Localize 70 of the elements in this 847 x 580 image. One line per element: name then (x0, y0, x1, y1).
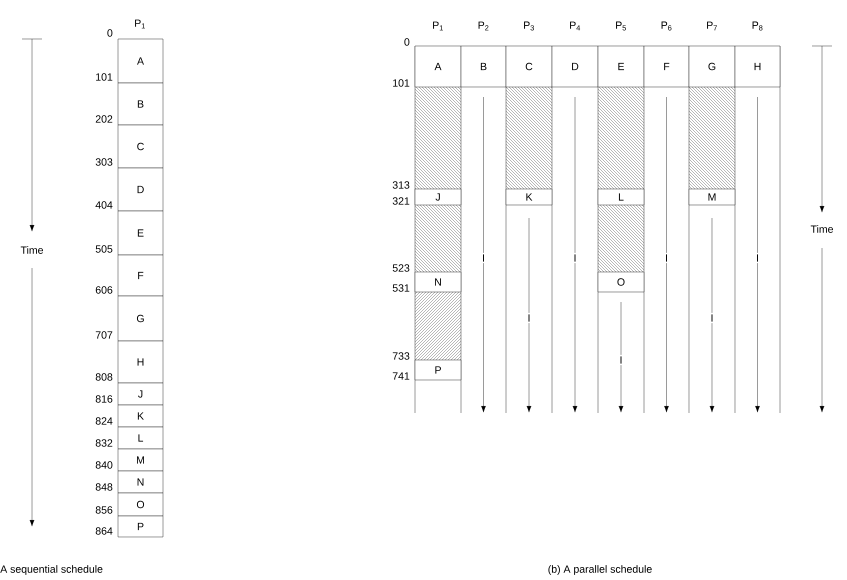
idle-label: I (572, 252, 578, 264)
idle-label: I (664, 252, 670, 264)
tick-label: 101 (96, 73, 112, 81)
tick-label: 505 (96, 245, 112, 253)
axis-label: Time (20, 246, 43, 254)
task-box: F (644, 46, 690, 88)
task-box: B (460, 46, 506, 88)
tick-label: 707 (96, 331, 112, 339)
tick-label: 313 (392, 181, 410, 189)
task-box: G (688, 46, 736, 88)
task-box: B (118, 82, 164, 126)
column-header: P$_{4}$ (570, 22, 580, 30)
task-box: F (118, 254, 164, 296)
task-box: M (688, 188, 736, 206)
column-header: P$_{2}$ (478, 22, 488, 30)
idle-label: I (526, 312, 532, 324)
task-box: H (118, 340, 164, 384)
tick-label: 404 (96, 201, 112, 209)
tick-label: 848 (96, 483, 112, 491)
task-box: N (414, 272, 462, 292)
task-box: O (118, 492, 164, 516)
task-box: A (414, 46, 462, 88)
idle-label: I (480, 252, 486, 264)
tick-label: 840 (96, 461, 112, 469)
tick-label: 202 (96, 115, 112, 123)
task-box: L (598, 188, 644, 206)
tick-label: 0 (404, 38, 410, 46)
idle-label: I (709, 312, 715, 324)
column-header: P$_{8}$ (752, 22, 762, 30)
task-box: G (118, 296, 164, 342)
column-header: P$_{3}$ (524, 22, 534, 30)
task-box: K (118, 404, 164, 428)
tick-label: 523 (392, 264, 410, 272)
caption: (b) A parallel schedule (548, 565, 652, 575)
tick-label: 816 (96, 395, 112, 403)
tick-label: 808 (96, 373, 112, 381)
idle-label: I (754, 252, 760, 264)
caption: A sequential schedule (0, 565, 102, 575)
task-box: K (506, 188, 552, 206)
tick-label: 832 (96, 439, 112, 447)
task-box: L (118, 426, 164, 450)
task-box: D (118, 168, 164, 212)
tick-label: 0 (107, 29, 112, 37)
task-box: D (552, 46, 598, 88)
tick-label: 864 (96, 527, 112, 535)
idle-label: I (618, 354, 624, 366)
tick-label: 606 (96, 286, 112, 294)
task-box: E (118, 210, 164, 256)
column-header: P$_{7}$ (707, 22, 717, 30)
axis-label: Time (810, 225, 833, 233)
tick-label: 856 (96, 506, 112, 514)
task-box: N (118, 470, 164, 494)
task-box: J (118, 382, 164, 406)
tick-label: 733 (392, 352, 410, 360)
task-box: P (414, 360, 462, 380)
column-header: P$_{6}$ (662, 22, 672, 30)
column-header: P$_{1}$ (135, 20, 145, 28)
task-box: J (414, 188, 462, 206)
task-box: H (734, 46, 780, 88)
tick-label: 303 (96, 158, 112, 166)
task-box: C (506, 46, 552, 88)
task-box: O (598, 272, 644, 292)
column-header: P$_{5}$ (616, 22, 626, 30)
task-box: E (598, 46, 644, 88)
task-box: C (118, 124, 164, 168)
task-box: P (118, 516, 164, 538)
task-box: M (118, 448, 164, 472)
column-header: P$_{1}$ (433, 22, 443, 30)
tick-label: 824 (96, 417, 112, 425)
task-box: A (118, 38, 164, 84)
